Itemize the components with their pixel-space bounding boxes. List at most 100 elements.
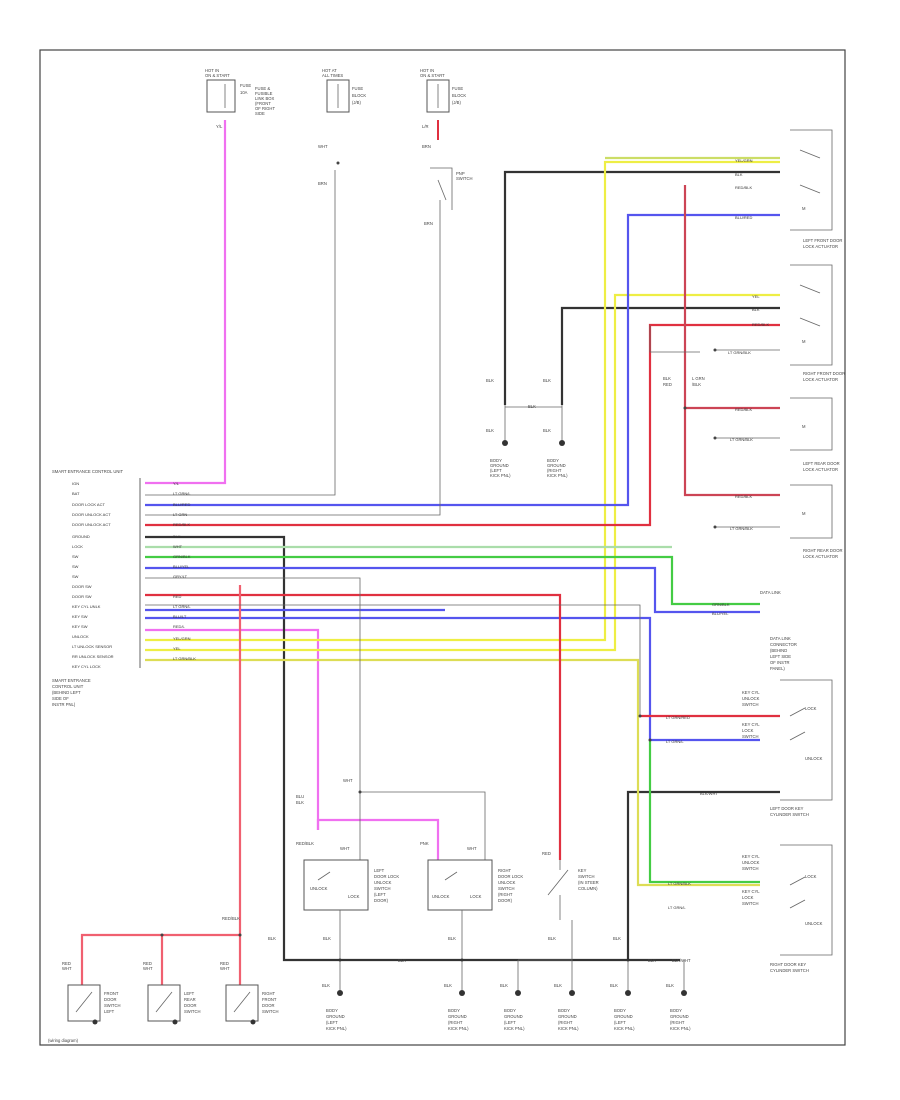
svg-text:M: M [802,339,806,344]
svg-text:BLU/YEL: BLU/YEL [712,611,729,616]
svg-text:RED/BLK: RED/BLK [735,185,752,190]
smart-entrance-control-unit: SMART ENTRANCE CONTROL UNIT IGN BAT DOOR… [52,469,196,707]
svg-text:SIDE: SIDE [255,111,265,116]
svg-text:BLK: BLK [173,534,181,539]
diagram-frame [39,49,846,1046]
svg-text:(LEFT: (LEFT [504,1020,516,1025]
svg-text:BLK: BLK [268,936,276,941]
svg-text:(J/B): (J/B) [352,100,361,105]
svg-text:RR UNLOCK SENSOR: RR UNLOCK SENSOR [72,654,114,659]
svg-text:DATA LINK: DATA LINK [760,590,781,595]
svg-text:KICK PNL): KICK PNL) [490,473,511,478]
svg-text:LOCK ACTUATOR: LOCK ACTUATOR [803,244,838,249]
svg-text:LEFT DOOR KEY: LEFT DOOR KEY [770,806,804,811]
svg-text:UNLOCK: UNLOCK [310,886,328,891]
svg-text:BRN: BRN [318,181,327,186]
svg-text:BLU/LT: BLU/LT [173,614,187,619]
wire-pink-2 [145,628,320,830]
wire-red-2 [683,185,780,410]
svg-text:LT GRN/BLK: LT GRN/BLK [668,881,691,886]
svg-text:BODY: BODY [490,458,502,463]
svg-text:KICK PNL): KICK PNL) [558,1026,579,1031]
svg-text:KICK PNL): KICK PNL) [504,1026,525,1031]
wire-dark-2 [560,306,780,405]
svg-text:GROUND: GROUND [490,463,509,468]
svg-text:GROUND: GROUND [614,1014,633,1019]
svg-text:DOOR): DOOR) [374,898,389,903]
svg-text:RED/BLK: RED/BLK [296,841,314,846]
svg-text:BODY: BODY [504,1008,516,1013]
svg-text:LOCK ACTUATOR: LOCK ACTUATOR [803,377,838,382]
wire-red-4 [145,593,562,860]
svg-text:(BEHIND LEFT: (BEHIND LEFT [52,690,81,695]
svg-text:(LEFT: (LEFT [614,1020,626,1025]
svg-text:(BEHIND: (BEHIND [770,648,787,653]
svg-text:BLK: BLK [735,172,743,177]
svg-text:LINK BOX: LINK BOX [255,96,275,101]
svg-text:YEL/GRN: YEL/GRN [735,158,753,163]
svg-text:GRN/BLK: GRN/BLK [173,554,191,559]
left-rear-door-actuator: M RED/BLK LT GRN/BLK LEFT REAR DOOR LOCK… [730,397,840,472]
svg-text:RED/BLK: RED/BLK [173,522,190,527]
svg-text:(RIGHT: (RIGHT [547,468,562,473]
svg-text:FUSE: FUSE [352,86,363,91]
svg-text:KEY CYL: KEY CYL [742,889,760,894]
svg-text:SW: SW [72,574,79,579]
wire-blue-4 [145,616,760,742]
svg-text:M: M [802,511,806,516]
svg-text:DOOR SW: DOOR SW [72,584,92,589]
svg-text:FRONT: FRONT [262,997,277,1002]
svg-text:BLK: BLK [548,936,556,941]
svg-text:LT GRN/RED: LT GRN/RED [666,715,690,720]
svg-text:RED: RED [220,961,229,966]
svg-text:FUSE &: FUSE & [255,86,270,91]
svg-text:SWITCH: SWITCH [374,886,391,891]
svg-text:GRN/BLK: GRN/BLK [712,602,730,607]
svg-text:SWITCH: SWITCH [184,1009,201,1014]
svg-text:L/R: L/R [422,124,429,129]
svg-text:GROUND: GROUND [558,1014,577,1019]
svg-text:OF INSTR: OF INSTR [770,660,790,665]
svg-text:BLK: BLK [528,404,536,409]
wire-yellow-1 [145,160,780,642]
wire-yellow-3 [145,658,760,887]
svg-text:SWITCH: SWITCH [742,866,759,871]
wire-grey-5 [145,604,641,716]
svg-text:PNK: PNK [420,841,429,846]
svg-text:DOOR LOCK: DOOR LOCK [498,874,523,879]
svg-text:SWITCH: SWITCH [262,1009,279,1014]
svg-text:(RIGHT: (RIGHT [448,1020,463,1025]
svg-text:(RIGHT: (RIGHT [558,1020,573,1025]
wire-pink-3 [316,818,440,860]
svg-text:DOOR UNLOCK ACT: DOOR UNLOCK ACT [72,512,111,517]
svg-text:BRN: BRN [424,221,433,226]
svg-text:LEFT: LEFT [184,991,195,996]
svg-text:GROUND: GROUND [72,534,90,539]
svg-text:LT UNLOCK SENSOR: LT UNLOCK SENSOR [72,644,112,649]
wire-color-labels: BLK RED L GRN /BLK [638,348,717,742]
svg-text:BLK/WHT: BLK/WHT [672,958,691,963]
fuse-box-middle: HOT AT ALL TIMES FUSE BLOCK (J/B) WHT BR… [318,68,366,186]
left-door-lock-unlock-switch: UNLOCK LOCK LEFT DOOR LOCK UNLOCK SWITCH… [296,778,399,941]
svg-text:CONNECTOR: CONNECTOR [770,642,797,647]
svg-text:BLOCK: BLOCK [452,93,466,98]
svg-text:RED/BLK: RED/BLK [735,494,752,499]
svg-text:SW: SW [72,554,79,559]
svg-text:KEY CYL UNLK: KEY CYL UNLK [72,604,101,609]
svg-text:(LEFT: (LEFT [326,1020,338,1025]
svg-text:DOOR UNLOCK ACT: DOOR UNLOCK ACT [72,522,111,527]
svg-text:BODY: BODY [448,1008,460,1013]
wire-blue-2 [145,566,760,614]
bottom-ground-points: BLK BLK BLK/WHT BLK BLK BLK BLK BLK BLK … [268,910,691,1031]
svg-text:UNLOCK: UNLOCK [742,860,760,865]
svg-text:SW: SW [72,564,79,569]
svg-text:RED: RED [542,851,551,856]
svg-text:YEL: YEL [752,294,760,299]
svg-text:ON & START: ON & START [205,73,230,78]
svg-text:LEFT SIDE: LEFT SIDE [770,654,791,659]
left-front-door-switch: M YEL/GRN BLK RED/BLK BLU/RED LEFT FRONT… [735,129,842,249]
footer-code: (wiring diagram) [48,1038,79,1043]
svg-text:LT GRN/BLK: LT GRN/BLK [728,350,751,355]
svg-text:BLK: BLK [448,936,456,941]
